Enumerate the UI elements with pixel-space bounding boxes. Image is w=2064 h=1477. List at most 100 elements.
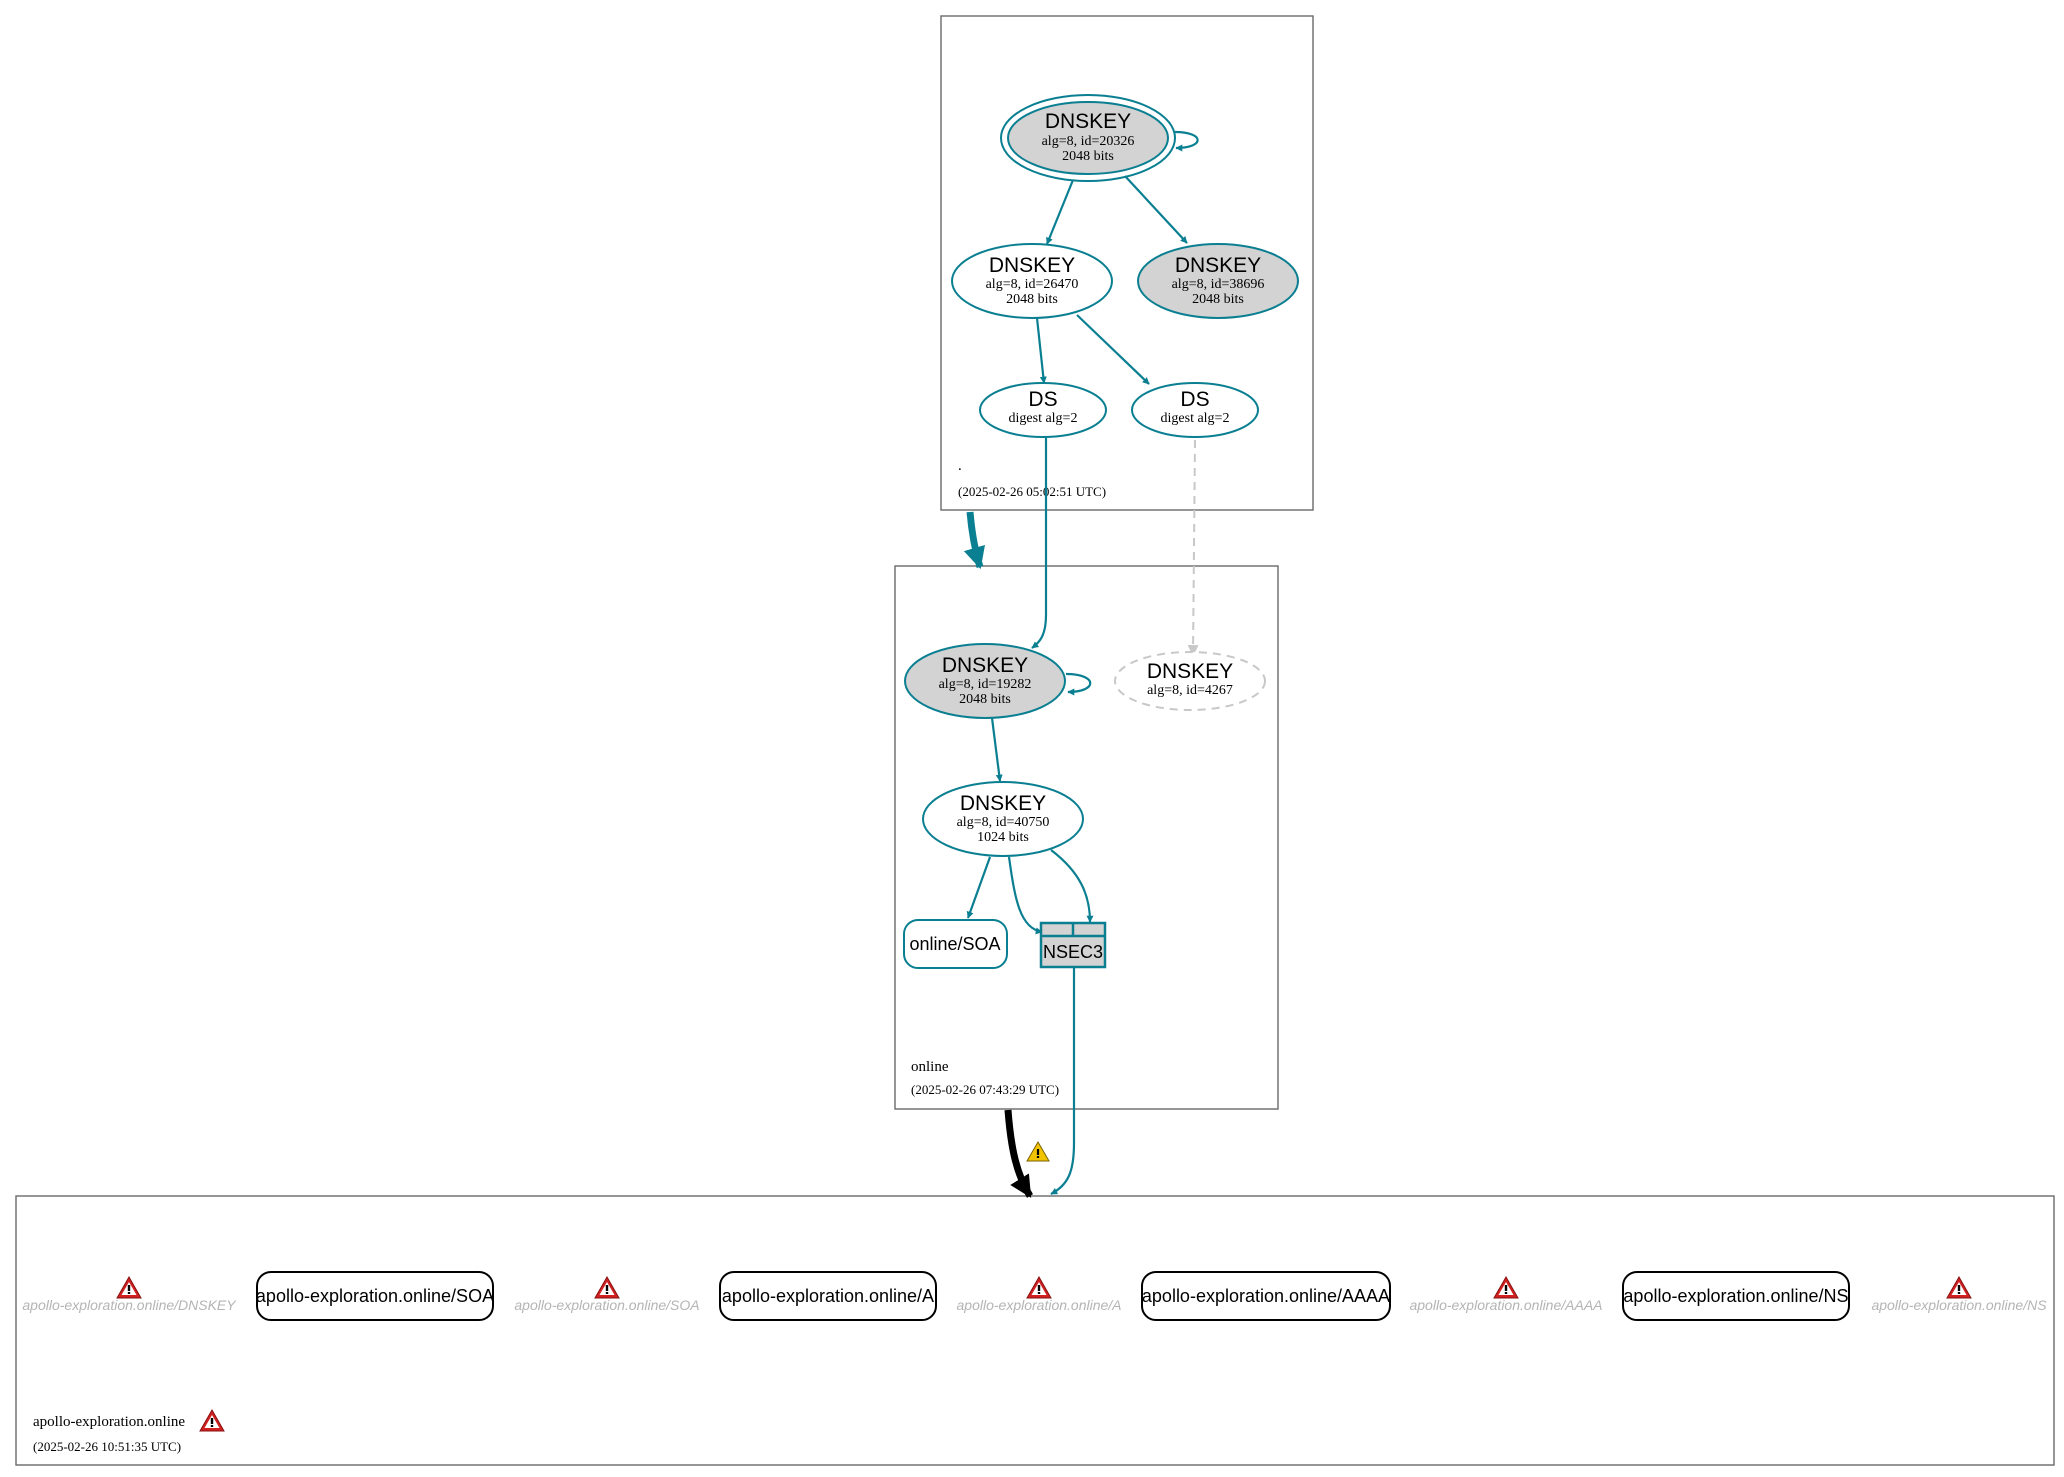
zone-apollo-box [15, 1195, 2055, 1466]
ghost-dnskey-label: apollo-exploration.online/DNSKEY [22, 1297, 237, 1313]
zone-apollo-label: apollo-exploration.online [33, 1414, 185, 1430]
zone-apollo-warning-icon [199, 1409, 225, 1432]
node-ds-1-detail: digest alg=2 [1009, 411, 1078, 426]
node-dnskey-19282-type: DNSKEY [942, 654, 1028, 677]
edge-19282-to-40750 [990, 717, 1003, 782]
edge-20326-to-26470 [1045, 179, 1075, 245]
rrset-apollo-aaaa[interactable]: apollo-exploration.online/AAAA [1141, 1271, 1391, 1321]
zone-apollo: apollo-exploration.online (2025-02-26 10… [15, 1195, 2055, 1466]
ghost-aaaa-label: apollo-exploration.online/AAAA [1409, 1297, 1602, 1313]
node-online-soa-shape [903, 919, 1008, 969]
edge-ds2-to-4267 [1187, 439, 1199, 657]
node-dnskey-40750-type: DNSKEY [960, 792, 1046, 815]
node-dnskey-26470-detail: alg=8, id=26470 [986, 277, 1079, 292]
ghost-a-label: apollo-exploration.online/A [957, 1297, 1122, 1313]
node-dnskey-38696-detail: alg=8, id=38696 [1172, 277, 1265, 292]
rrset-apollo-soa-shape [256, 1271, 494, 1321]
ghost-ns-warning-icon [1946, 1276, 1972, 1299]
node-dnskey-38696-type: DNSKEY [1175, 254, 1261, 277]
rrset-apollo-soa[interactable]: apollo-exploration.online/SOA [256, 1271, 494, 1321]
ghost-soa: apollo-exploration.online/SOA [514, 1276, 700, 1313]
node-ds-1[interactable]: DS digest alg=2 [979, 382, 1107, 438]
ghost-ns-label: apollo-exploration.online/NS [1871, 1297, 2047, 1313]
node-dnskey-38696[interactable]: DNSKEY alg=8, id=38696 2048 bits [1137, 243, 1299, 319]
node-ds-1-type: DS [1028, 388, 1057, 411]
node-dnskey-40750-bits: 1024 bits [977, 830, 1029, 845]
edge-26470-to-ds1 [1035, 317, 1047, 384]
ghost-soa-warning-icon [594, 1276, 620, 1299]
node-dnskey-4267[interactable]: DNSKEY alg=8, id=4267 [1114, 651, 1266, 711]
ghost-soa-label: apollo-exploration.online/SOA [514, 1297, 699, 1313]
edge-delegation-online-to-apollo [1004, 1109, 1033, 1198]
rrset-apollo-a-label: apollo-exploration.online/A [722, 1286, 934, 1306]
node-ds-2-shape [1131, 382, 1259, 438]
node-dnskey-26470[interactable]: DNSKEY alg=8, id=26470 2048 bits [951, 243, 1113, 319]
rrset-apollo-a-shape [719, 1271, 937, 1321]
edge-26470-to-ds2 [1076, 314, 1150, 385]
zone-online-box [894, 565, 1279, 1110]
node-ds-1-shape [979, 382, 1107, 438]
edge-delegation-root-to-online [963, 511, 985, 570]
rrset-apollo-a[interactable]: apollo-exploration.online/A [719, 1271, 937, 1321]
node-nsec3-label: NSEC3 [1043, 942, 1103, 962]
rrset-apollo-ns[interactable]: apollo-exploration.online/NS [1622, 1271, 1850, 1321]
rrset-apollo-aaaa-shape [1141, 1271, 1391, 1321]
node-dnskey-40750[interactable]: DNSKEY alg=8, id=40750 1024 bits [922, 781, 1084, 857]
ghost-aaaa: apollo-exploration.online/AAAA [1409, 1276, 1603, 1313]
node-dnskey-40750-shape [922, 781, 1084, 857]
ghost-ns: apollo-exploration.online/NS [1871, 1276, 2047, 1313]
node-online-soa[interactable]: online/SOA [903, 919, 1008, 969]
delegation-warning-icon [1026, 1141, 1050, 1162]
edge-ds1-to-19282 [1031, 437, 1048, 649]
node-online-soa-label: online/SOA [909, 934, 1000, 954]
rrset-apollo-aaaa-label: apollo-exploration.online/AAAA [1142, 1286, 1390, 1306]
node-ds-2-type: DS [1180, 388, 1209, 411]
node-dnskey-19282-shape [904, 643, 1066, 719]
ghost-a: apollo-exploration.online/A [957, 1276, 1122, 1313]
node-ds-2[interactable]: DS digest alg=2 [1131, 382, 1259, 438]
rrset-apollo-ns-shape [1622, 1271, 1850, 1321]
node-dnskey-20326-outer-ring [1000, 94, 1176, 182]
node-dnskey-38696-bits: 2048 bits [1192, 292, 1244, 307]
zone-root: . (2025-02-26 05:02:51 UTC) [940, 15, 1314, 511]
node-dnskey-26470-type: DNSKEY [989, 254, 1075, 277]
edge-20326-to-38696 [1124, 175, 1188, 244]
node-dnskey-20326-shape [1007, 101, 1169, 175]
node-ds-2-detail: digest alg=2 [1161, 411, 1230, 426]
node-dnskey-4267-detail: alg=8, id=4267 [1147, 683, 1233, 698]
node-dnskey-38696-shape [1137, 243, 1299, 319]
node-dnskey-20326-detail: alg=8, id=20326 [1042, 134, 1135, 149]
zone-root-label: . [958, 458, 962, 474]
zone-root-timestamp: (2025-02-26 05:02:51 UTC) [958, 484, 1106, 499]
ghost-dnskey: apollo-exploration.online/DNSKEY [22, 1276, 237, 1313]
ghost-a-warning-icon [1026, 1276, 1052, 1299]
node-dnskey-4267-type: DNSKEY [1147, 660, 1233, 683]
zone-online-timestamp: (2025-02-26 07:43:29 UTC) [911, 1082, 1059, 1097]
node-dnskey-20326-type: DNSKEY [1045, 110, 1131, 133]
rrset-apollo-soa-label: apollo-exploration.online/SOA [256, 1286, 494, 1306]
node-dnskey-26470-shape [951, 243, 1113, 319]
node-dnskey-20326-bits: 2048 bits [1062, 149, 1114, 164]
node-dnskey-4267-shape [1114, 651, 1266, 711]
zone-root-box [940, 15, 1314, 511]
zone-online-label: online [911, 1059, 949, 1075]
node-dnskey-19282[interactable]: DNSKEY alg=8, id=19282 2048 bits [904, 643, 1066, 719]
edge-self-sign-19282 [1065, 672, 1092, 696]
zone-apollo-timestamp: (2025-02-26 10:51:35 UTC) [33, 1439, 181, 1454]
ghost-dnskey-warning-icon [116, 1276, 142, 1299]
node-dnskey-19282-detail: alg=8, id=19282 [939, 677, 1032, 692]
node-dnskey-20326[interactable]: DNSKEY alg=8, id=20326 2048 bits [1000, 94, 1176, 182]
node-dnskey-26470-bits: 2048 bits [1006, 292, 1058, 307]
edge-nsec3-to-apollo [1050, 968, 1076, 1195]
edge-self-sign-20326 [1174, 130, 1199, 152]
node-dnskey-19282-bits: 2048 bits [959, 692, 1011, 707]
node-nsec3[interactable]: NSEC3 [1039, 921, 1107, 969]
edge-40750-to-nsec3-a [1007, 856, 1043, 935]
zone-online: online (2025-02-26 07:43:29 UTC) [894, 565, 1279, 1110]
node-dnskey-40750-detail: alg=8, id=40750 [957, 815, 1050, 830]
edge-40750-to-nsec3-b [1050, 849, 1094, 923]
rrset-apollo-ns-label: apollo-exploration.online/NS [1623, 1286, 1848, 1306]
edge-40750-to-soa [966, 856, 992, 919]
ghost-aaaa-warning-icon [1493, 1276, 1519, 1299]
